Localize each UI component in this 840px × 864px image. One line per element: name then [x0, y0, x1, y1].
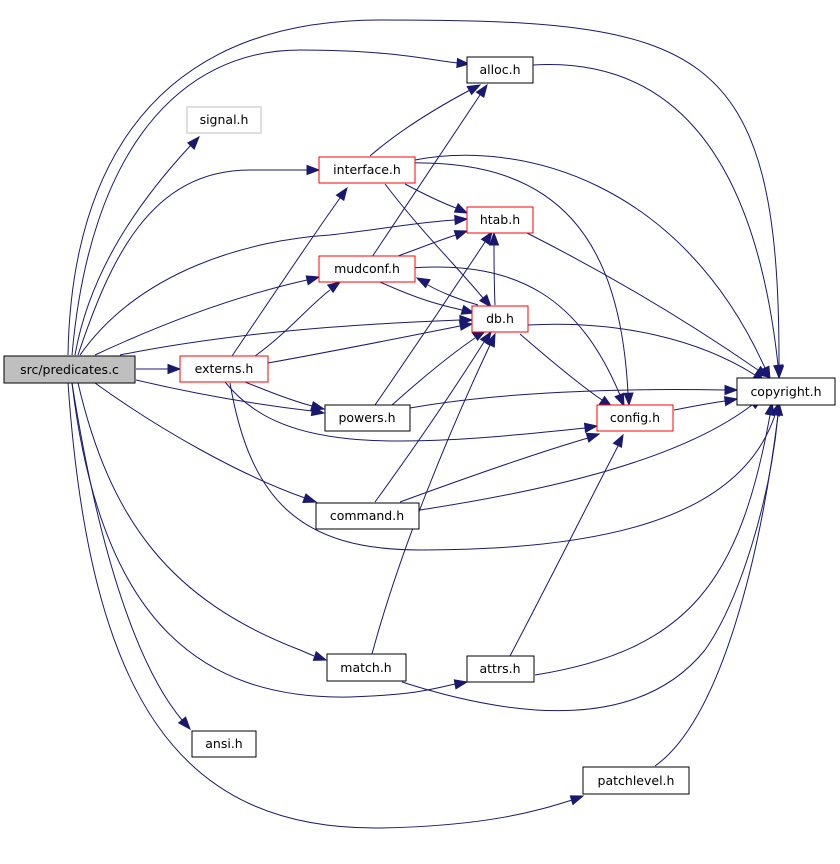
edge-externs-powers — [244, 381, 326, 411]
node-match[interactable]: match.h — [326, 653, 407, 682]
edge-predicates-ansi — [71, 382, 191, 731]
edge-externs-interface — [231, 186, 348, 357]
nodes-layer: src/predicates.c signal.h alloc.h interf… — [3, 56, 836, 795]
edge-attrs-copyright — [534, 401, 775, 676]
edge-command-copyright — [419, 397, 764, 511]
node-command-label: command.h — [330, 508, 404, 523]
edge-interface-htab — [404, 183, 469, 214]
edge-db-copyright — [527, 323, 767, 383]
edge-mudconf-htab — [397, 230, 469, 257]
edge-predicates-htab — [79, 214, 469, 356]
edge-interface-alloc — [369, 84, 482, 157]
edge-alloc-copyright — [532, 64, 784, 379]
edge-htab-copyright — [524, 231, 770, 378]
node-copyright-label: copyright.h — [750, 384, 821, 399]
node-mudconf-label: mudconf.h — [334, 261, 400, 276]
node-alloc-label: alloc.h — [479, 62, 520, 77]
edge-mudconf-config — [409, 266, 625, 408]
node-signal-label: signal.h — [200, 112, 249, 127]
node-predicates[interactable]: src/predicates.c — [3, 355, 136, 384]
edge-command-config — [399, 432, 601, 503]
node-ansi-label: ansi.h — [205, 736, 242, 751]
edge-match-copyright — [401, 401, 783, 712]
edge-patchlevel-copyright — [654, 401, 784, 767]
edge-externs-mudconf — [254, 281, 342, 357]
edge-predicates-alloc — [71, 49, 471, 356]
node-ansi[interactable]: ansi.h — [191, 730, 257, 758]
node-copyright[interactable]: copyright.h — [736, 377, 836, 406]
node-config[interactable]: config.h — [596, 404, 674, 432]
node-db-label: db.h — [486, 311, 514, 326]
node-htab[interactable]: htab.h — [466, 206, 534, 234]
edge-mudconf-db — [379, 281, 476, 315]
node-externs[interactable]: externs.h — [179, 355, 269, 383]
node-htab-label: htab.h — [480, 212, 520, 227]
node-signal[interactable]: signal.h — [186, 106, 262, 134]
edge-predicates-externs — [136, 363, 182, 375]
edge-match-db — [371, 332, 496, 655]
node-config-label: config.h — [610, 410, 660, 425]
edge-predicates-command — [94, 382, 318, 504]
node-externs-label: externs.h — [195, 361, 254, 376]
edge-powers-db — [391, 330, 487, 406]
edge-predicates-patchlevel — [67, 382, 585, 829]
edge-predicates-copyright — [67, 19, 785, 380]
node-mudconf[interactable]: mudconf.h — [318, 255, 416, 283]
node-match-label: match.h — [340, 660, 391, 675]
edges-layer — [67, 19, 785, 829]
edge-db-config — [519, 333, 614, 408]
edge-predicates-attrs — [71, 382, 469, 698]
edge-attrs-config — [509, 433, 624, 657]
edge-externs-config — [224, 381, 599, 442]
edge-predicates-signal — [74, 135, 200, 356]
edge-powers-copyright — [409, 384, 739, 409]
edge-mudconf-alloc — [371, 83, 488, 258]
node-interface-label: interface.h — [333, 162, 401, 177]
edge-db-htab — [488, 231, 500, 306]
edge-db-mudconf — [415, 277, 479, 306]
edge-predicates-match — [77, 382, 328, 661]
node-interface[interactable]: interface.h — [318, 156, 416, 184]
edge-powers-htab — [374, 230, 493, 406]
edge-config-copyright — [673, 396, 739, 411]
node-patchlevel[interactable]: patchlevel.h — [582, 766, 690, 795]
edge-predicates-mudconf — [94, 275, 321, 356]
node-db[interactable]: db.h — [471, 305, 529, 333]
node-attrs[interactable]: attrs.h — [466, 655, 535, 683]
edge-interface-db — [384, 183, 492, 309]
edge-interface-config — [409, 162, 634, 407]
node-alloc[interactable]: alloc.h — [466, 56, 534, 84]
node-command[interactable]: command.h — [315, 502, 420, 530]
node-powers-label: powers.h — [338, 410, 395, 425]
node-powers[interactable]: powers.h — [324, 404, 411, 432]
node-patchlevel-label: patchlevel.h — [598, 773, 675, 788]
edge-predicates-interface — [77, 164, 321, 356]
node-attrs-label: attrs.h — [479, 661, 520, 676]
node-predicates-label: src/predicates.c — [20, 362, 119, 377]
edge-externs-db — [267, 320, 474, 364]
